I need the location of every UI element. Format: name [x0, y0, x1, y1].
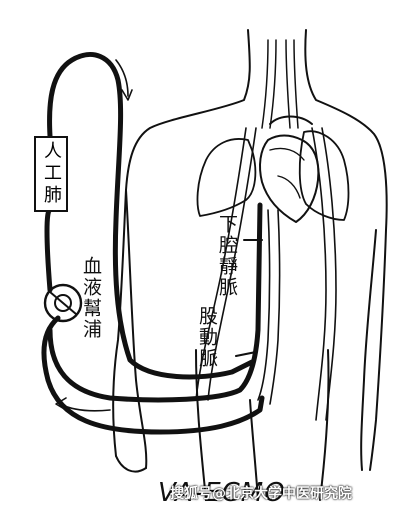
oxygenator: 人工肺 [34, 136, 68, 212]
body-outline [112, 29, 388, 501]
oxygenator-label: 人工肺 [41, 141, 62, 207]
diagram-title: VA-ECMO [158, 478, 286, 508]
aorta [195, 127, 337, 421]
ecmo-circuit [41, 52, 265, 435]
neck-vessels [261, 39, 299, 129]
blood-pump-label: 血液幫浦 [80, 256, 102, 340]
lungs [196, 130, 350, 221]
heart [259, 115, 320, 223]
ivc-label: 下腔靜脈 [216, 214, 238, 298]
blood-pump [43, 283, 83, 323]
watermark: 搜狐号@北京大学中医研究院 [170, 486, 352, 502]
femoral-artery-label-group: 股動脈 [196, 306, 218, 369]
ivc-label-group: 下腔靜脈 [216, 214, 238, 298]
cannula-markers [235, 239, 263, 357]
flow-arrows [55, 59, 133, 412]
femoral-artery-label: 股動脈 [196, 306, 218, 369]
blood-pump-label-group: 血液幫浦 [80, 256, 102, 340]
